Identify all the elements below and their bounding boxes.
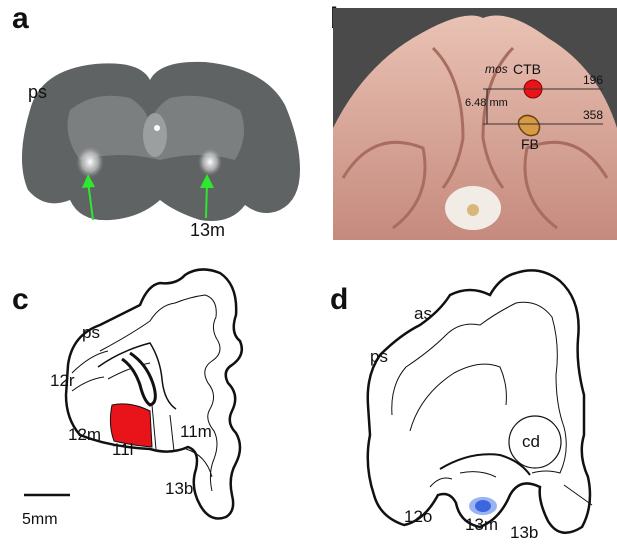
panel-c-label-12r: 12r: [50, 371, 75, 390]
panel-letter-a: a: [12, 2, 29, 35]
panel-c-label-13b: 13b: [165, 479, 194, 498]
panel-b-label-ctb: CTB: [513, 61, 541, 77]
panel-c-label-11l: 11l: [112, 440, 134, 459]
panel-d-drawing: [366, 269, 593, 534]
fb-injection-marker: [517, 114, 541, 137]
panel-b-label-196: 196: [583, 73, 604, 87]
panel-a-mri-image: [0, 50, 320, 230]
panel-b-label-358: 358: [583, 108, 604, 122]
panel-d-label-13b: 13b: [510, 523, 539, 542]
scale-label: 5mm: [22, 511, 58, 528]
panel-a-label-13m: 13m: [190, 220, 226, 240]
panel-b-label-mos: mos: [485, 62, 508, 76]
panel-letter-c: c: [12, 283, 29, 316]
injection-site-red: [109, 403, 153, 448]
arrow-icon: [200, 174, 214, 219]
panel-d-label-ps: ps: [370, 347, 388, 366]
panel-b-photo: [333, 8, 617, 240]
panel-c-label-12m: 12m: [68, 425, 102, 444]
panel-d-label-cd: cd: [522, 432, 540, 451]
panel-d-label-13m: 13m: [465, 515, 499, 534]
injection-site-blue: [475, 500, 491, 512]
panel-d-label-12o: 12o: [404, 507, 433, 526]
panel-d-label-as: as: [414, 304, 432, 323]
panel-c-label-ps: ps: [82, 323, 100, 342]
panel-c-label-11m: 11m: [180, 422, 212, 441]
panel-c-drawing: [24, 268, 243, 520]
panel-b-label-fb: FB: [521, 136, 539, 152]
arrow-icon: [82, 174, 95, 221]
panel-b-label-distance: 6.48 mm: [465, 97, 508, 109]
panel-letter-d: d: [330, 283, 349, 316]
panel-a-label-ps: ps: [28, 82, 48, 102]
